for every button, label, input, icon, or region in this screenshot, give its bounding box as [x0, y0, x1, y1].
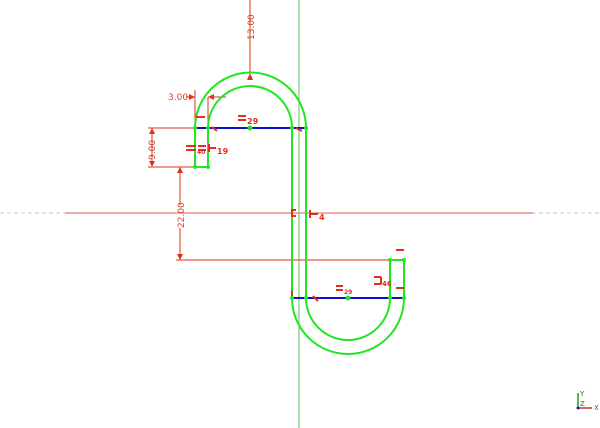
- dimension-arrows: [149, 73, 253, 260]
- axis-y-label: Y: [579, 390, 585, 398]
- sketch-points[interactable]: [193, 125, 406, 301]
- axis-indicator: Y Z X: [576, 390, 599, 412]
- dimension-offset[interactable]: 22.00: [177, 202, 187, 228]
- constraint-icons: [186, 115, 404, 302]
- dimension-height-top[interactable]: 13.00: [247, 14, 257, 40]
- axis-z-label: Z: [580, 400, 585, 408]
- dimension-wall-thickness[interactable]: 3.00: [168, 93, 188, 103]
- axis-x-label: X: [594, 404, 599, 412]
- constraint-label-equal-bottom: 29: [344, 289, 352, 296]
- constraint-label-left: 19: [217, 147, 229, 156]
- dimension-leg-length[interactable]: 9.00: [148, 140, 158, 160]
- constraint-label-left-2: 40: [197, 149, 205, 156]
- constraint-label-bottom: 46: [382, 280, 392, 288]
- constraint-label-equal-top: 29: [247, 117, 259, 126]
- constraint-label-mid: 4: [319, 213, 325, 222]
